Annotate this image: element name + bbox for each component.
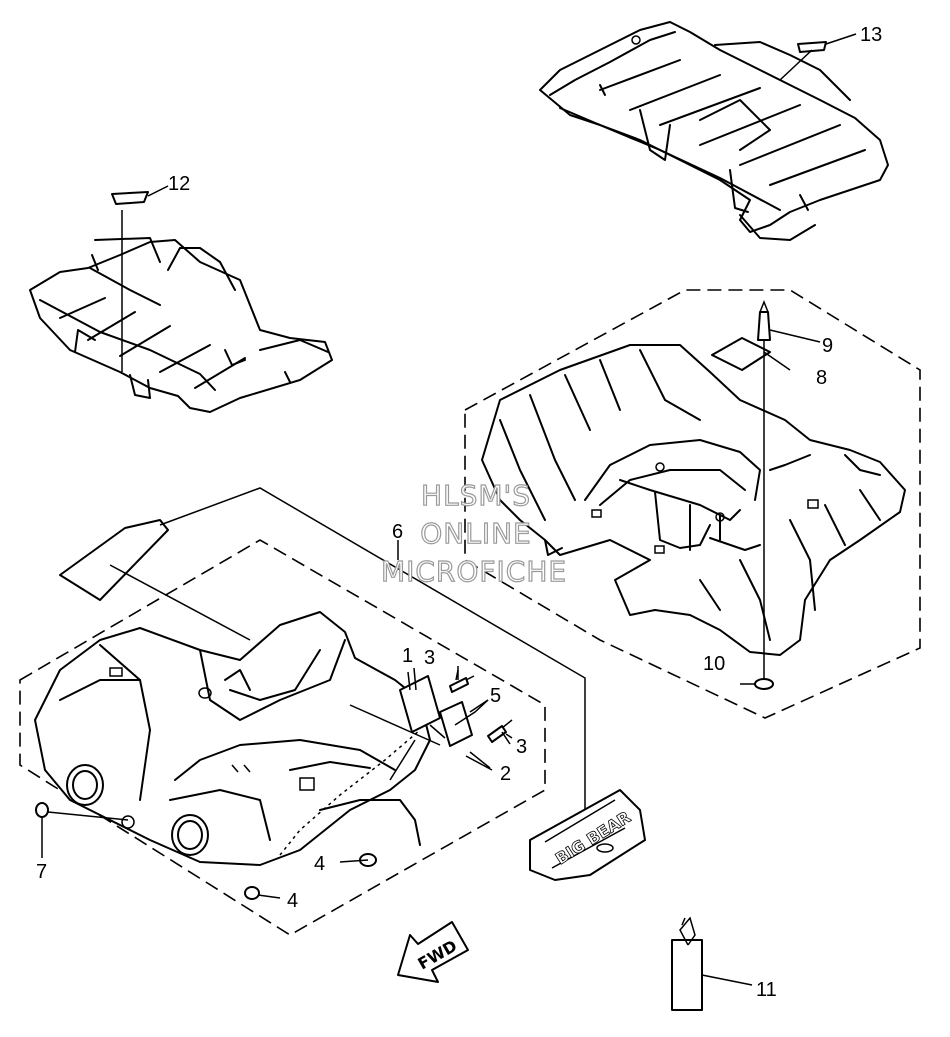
callout-7: 7 bbox=[36, 861, 47, 883]
rear-fender-boundary bbox=[464, 289, 921, 719]
callout-4-lower: 4 bbox=[287, 890, 298, 912]
forward-arrow: FWD bbox=[397, 921, 469, 983]
leader-lines bbox=[413, 667, 755, 771]
callout-8: 8 bbox=[816, 367, 827, 389]
watermark-line2: ONLINE bbox=[420, 517, 531, 550]
callout-6: 6 bbox=[392, 521, 403, 543]
callout-labels: 1 2 3 3 4 4 5 6 7 8 9 10 11 12 13 bbox=[36, 24, 882, 1001]
watermark-line1: HLSM'S bbox=[421, 479, 531, 512]
rear-carrier bbox=[539, 21, 889, 241]
callout-3-lower: 3 bbox=[516, 736, 527, 758]
callout-1: 1 bbox=[402, 645, 413, 667]
front-plate-and-fasteners bbox=[349, 666, 513, 781]
callout-5: 5 bbox=[490, 685, 501, 707]
watermark: HLSM'S ONLINE MICROFICHE bbox=[380, 478, 567, 588]
front-fender bbox=[34, 611, 431, 866]
callout-12: 12 bbox=[168, 173, 190, 195]
callout-9: 9 bbox=[822, 335, 833, 357]
front-mat bbox=[59, 487, 586, 835]
warning-tag bbox=[671, 916, 753, 1011]
rear-fender bbox=[481, 344, 906, 656]
brand-decal: BIG BEAR bbox=[529, 789, 646, 881]
watermark-line3: MICROFICHE bbox=[381, 555, 567, 588]
callout-13: 13 bbox=[860, 24, 882, 46]
front-carrier bbox=[29, 185, 333, 413]
callout-11: 11 bbox=[756, 979, 777, 1001]
callout-3-upper: 3 bbox=[424, 647, 435, 669]
callout-10: 10 bbox=[703, 653, 725, 675]
callout-4-upper: 4 bbox=[314, 853, 325, 875]
front-fender-boundary bbox=[19, 539, 546, 936]
callout-2: 2 bbox=[500, 763, 511, 785]
rear-plate-and-fasteners bbox=[711, 299, 821, 690]
grommets bbox=[35, 802, 377, 900]
